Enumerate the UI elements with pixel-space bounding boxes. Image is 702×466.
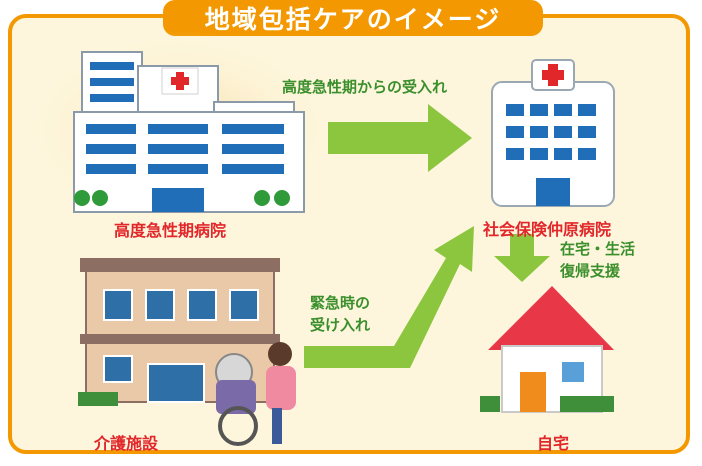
shakai-hoken-hospital-illustration	[491, 59, 615, 207]
arrow-care-to-hospital	[304, 226, 474, 368]
arrow-acute-to-hospital	[328, 104, 472, 172]
home-illustration	[480, 286, 614, 413]
acute-hospital-illustration	[20, 30, 340, 230]
home-label: 自宅	[537, 434, 570, 453]
arrow-label-care-line-2: 受け入れ	[310, 316, 371, 334]
shakai-hoken-hospital-label: 社会保険仲原病院	[483, 220, 612, 239]
arrow-hospital-to-home	[494, 234, 550, 282]
arrow-label-acute-to-hospital: 高度急性期からの受入れ	[282, 78, 448, 96]
wheelchair-user-icon	[215, 342, 296, 446]
arrow-label-care-to-hospital: 緊急時の 受け入れ	[310, 292, 370, 336]
arrow-label-care-line-1: 緊急時の	[310, 294, 371, 312]
care-facility-illustration	[78, 258, 296, 446]
acute-hospital-label: 高度急性期病院	[114, 221, 227, 240]
arrow-label-home-line-2: 復帰支援	[560, 262, 621, 280]
care-facility-label: 介護施設	[94, 434, 159, 453]
arrow-label-home-line-1: 在宅・生活	[560, 240, 636, 258]
diagram-title: 地域包括ケアのイメージ	[163, 0, 543, 36]
arrow-label-hospital-to-home: 在宅・生活 復帰支援	[560, 238, 635, 282]
